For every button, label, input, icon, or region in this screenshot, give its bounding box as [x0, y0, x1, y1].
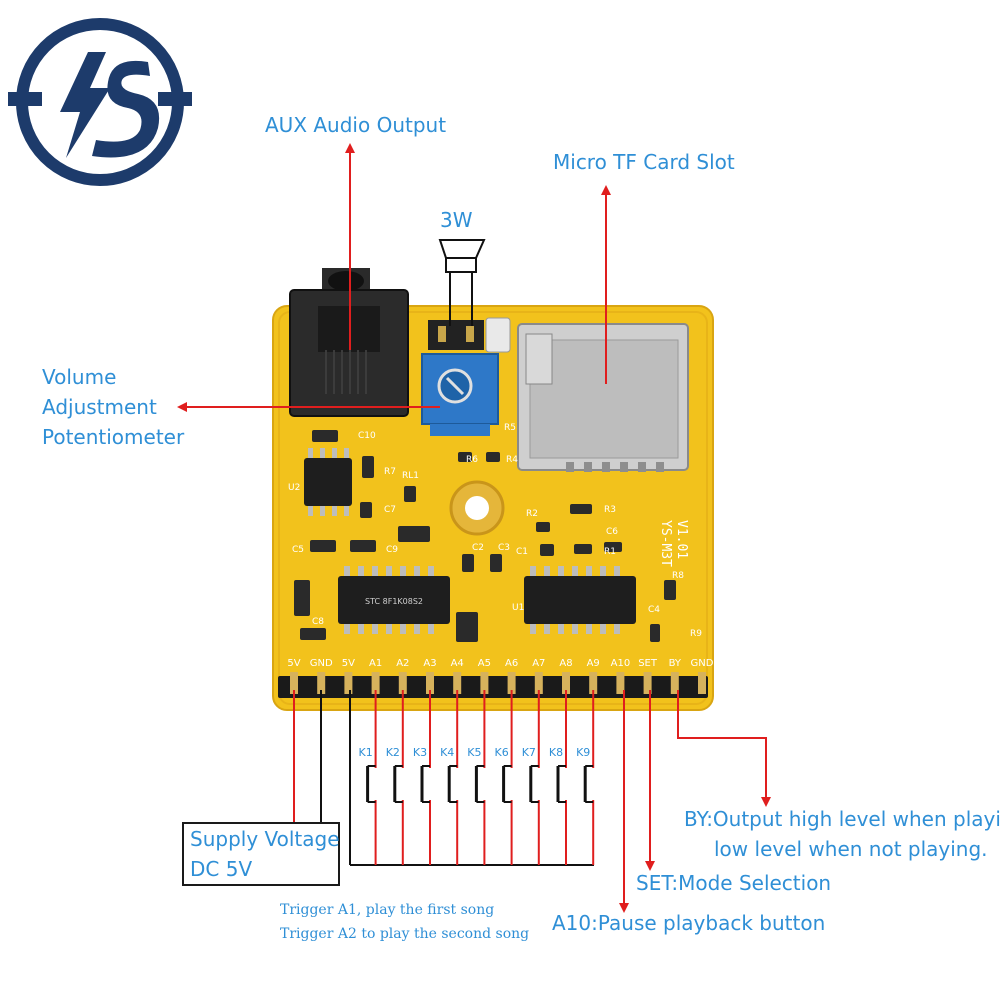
component-designator: C3 [498, 543, 510, 553]
a10-pin-label: A10:Pause playback button [552, 911, 826, 935]
pin-label: 5V [342, 658, 355, 669]
volume-label-line3: Potentiometer [42, 425, 185, 449]
header-pin [698, 672, 706, 694]
pin-label: A6 [505, 658, 518, 669]
key-label: K8 [549, 746, 563, 759]
pin-header: 5V GND 5V A1 A2 A3 A4 A5 A6 A7 A8 A9 A10 SET BY GND [278, 658, 714, 698]
smd-components [294, 430, 676, 642]
speaker-header [428, 239, 511, 353]
speaker-power-label: 3W [440, 208, 473, 232]
header-pin [344, 672, 353, 694]
pin-label: A9 [587, 658, 600, 669]
header-pin [480, 672, 489, 694]
header-pin [562, 672, 570, 694]
header-pin [507, 672, 516, 694]
pin-label: A1 [369, 658, 382, 669]
supply-voltage-label: Supply Voltage [190, 827, 340, 851]
pin-wires: K1 K2 K3 K4 K5 K6 K7 K8 K9 [293, 690, 771, 913]
component-designator: R4 [506, 455, 518, 465]
component-designator: R9 [690, 629, 702, 639]
header-pin [426, 672, 434, 694]
decoder-chip-u1 [524, 566, 636, 634]
component-designator: C9 [386, 545, 398, 555]
pin-label: 5V [287, 658, 300, 669]
header-pin [616, 672, 625, 694]
pin-label: A10 [611, 658, 631, 669]
aux-audio-output-label: AUX Audio Output [265, 113, 447, 137]
component-designator: RL1 [402, 471, 419, 481]
component-designator: C5 [292, 545, 304, 555]
component-designator: R5 [504, 423, 516, 433]
trigger-a1-note: Trigger A1, play the first song [280, 902, 495, 918]
mcu-chip-marking: STC 8F1K08S2 [365, 597, 423, 606]
supply-voltage-box: Supply Voltage DC 5V [182, 822, 340, 886]
aux-audio-jack [289, 268, 409, 417]
amplifier-chip-u2 [304, 448, 352, 516]
component-designator: R2 [526, 509, 538, 519]
header-pin [670, 672, 679, 694]
trigger-a2-note: Trigger A2 to play the second song [280, 926, 530, 942]
key-label: K6 [494, 746, 508, 759]
key-label: K9 [576, 746, 590, 759]
brand-logo [8, 18, 192, 186]
component-designator: C8 [312, 617, 324, 627]
component-designator: R3 [604, 505, 616, 515]
component-designator: C7 [384, 505, 396, 515]
key-label: K3 [413, 746, 427, 759]
component-designator: U2 [288, 483, 300, 493]
component-designator: C1 [516, 547, 528, 557]
key-label: K5 [467, 746, 481, 759]
component-designator: R1 [604, 547, 616, 557]
header-pin [453, 672, 462, 694]
component-designator: C10 [358, 431, 376, 441]
pin-label: A3 [423, 658, 436, 669]
component-designator: U1 [512, 603, 524, 613]
label-arrows [177, 143, 611, 412]
key-label: K1 [358, 746, 372, 759]
component-designator: R6 [466, 455, 478, 465]
component-designator: C2 [472, 543, 484, 553]
pin-label: GND [691, 658, 714, 669]
set-pin-label: SET:Mode Selection [636, 871, 832, 895]
pin-label: A2 [396, 658, 409, 669]
header-pin [398, 672, 407, 694]
volume-label-line2: Adjustment [42, 395, 157, 419]
pin-label: A5 [478, 658, 491, 669]
component-designator: R8 [672, 571, 684, 581]
pin-label: A8 [559, 658, 572, 669]
micro-tf-card-slot-label: Micro TF Card Slot [553, 150, 735, 174]
by-pin-label-line1: BY:Output high level when playing, [684, 807, 1000, 831]
key-label: K4 [440, 746, 454, 759]
pin-label: A7 [532, 658, 545, 669]
header-pin [290, 672, 298, 694]
supply-dc-label: DC 5V [190, 857, 253, 881]
component-designator: C4 [648, 605, 660, 615]
pin-label: GND [310, 658, 333, 669]
key-label: K7 [522, 746, 536, 759]
by-pin-label-line2: low level when not playing. [714, 837, 988, 861]
board-model-label: YS-M3T [658, 520, 673, 567]
pin-label: A4 [451, 658, 464, 669]
header-pin [317, 672, 326, 694]
header-pin [371, 672, 380, 694]
key-label: K2 [386, 746, 400, 759]
header-pin [643, 672, 652, 694]
volume-potentiometer [421, 353, 499, 436]
micro-tf-card-slot [517, 323, 689, 472]
component-designator: C6 [606, 527, 618, 537]
board-version-label: V1.01 [674, 520, 689, 559]
header-pin [534, 672, 543, 694]
component-designator: R7 [384, 467, 396, 477]
pin-label: BY [669, 658, 682, 669]
mcu-chip [338, 566, 450, 634]
header-pin [589, 672, 598, 694]
pin-label: SET [638, 658, 658, 669]
volume-label-line1: Volume [42, 365, 117, 389]
